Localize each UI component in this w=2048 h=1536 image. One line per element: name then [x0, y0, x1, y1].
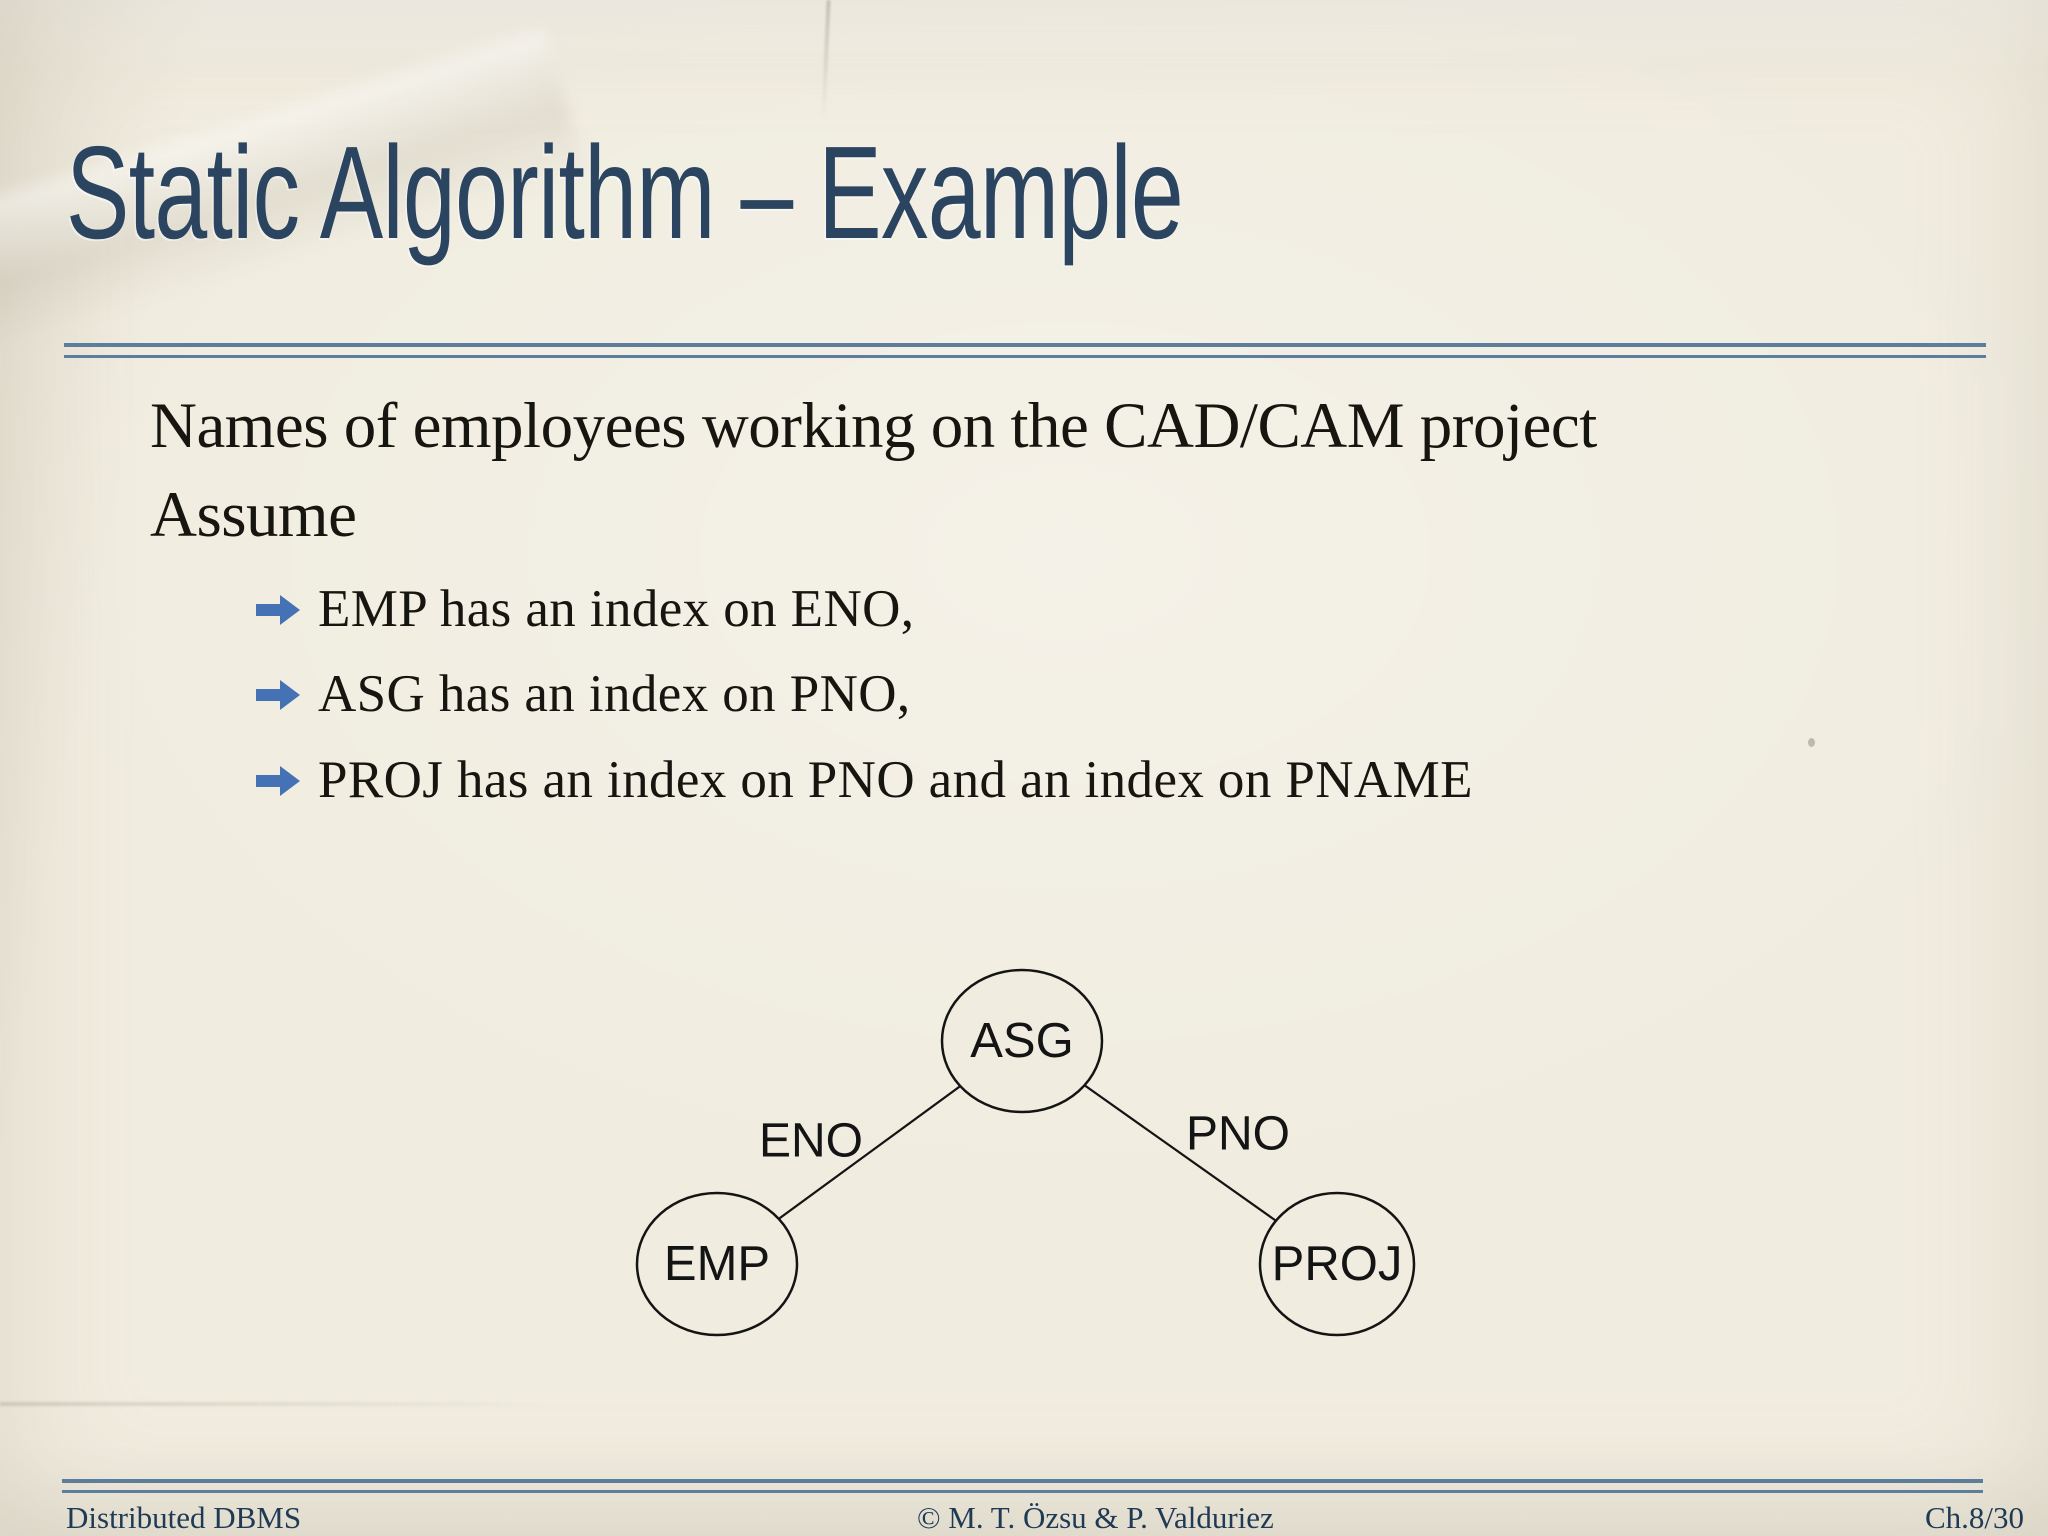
title-separator [64, 343, 1986, 358]
edge-pno-label: PNO [1186, 1108, 1290, 1161]
bullet-arrow-icon [256, 680, 300, 710]
edge-eno-label: ENO [759, 1115, 863, 1168]
node-asg-circle [940, 968, 1104, 1114]
paper-crease [0, 1402, 540, 1406]
node-emp-label: EMP [664, 1237, 770, 1291]
node-proj-label: PROJ [1272, 1237, 1403, 1291]
edge-asg-emp [716, 1040, 1023, 1265]
body-assume-label: Assume [150, 479, 357, 551]
paper-speck [1808, 738, 1815, 747]
footer-page-number: Ch.8/30 [1924, 1500, 2024, 1535]
node-asg-label: ASG [970, 1014, 1073, 1068]
footer-separator [62, 1479, 1983, 1493]
footer-copyright-label: © M. T. Özsu & P. Valduriez [917, 1500, 1274, 1535]
footer-course-label: Distributed DBMS [66, 1500, 302, 1535]
bullet-item: ASG has an index on PNO, [256, 665, 911, 723]
node-proj-circle [1258, 1191, 1416, 1337]
bullet-item: EMP has an index on ENO, [256, 580, 915, 638]
bullet-item: PROJ has an index on PNO and an index on… [256, 751, 1473, 809]
bullet-text: ASG has an index on PNO, [318, 665, 911, 723]
body-statement: Names of employees working on the CAD/CA… [150, 390, 1597, 462]
slide-title: Static Algorithm – Example [66, 119, 1184, 266]
node-emp-circle [635, 1191, 799, 1337]
paper-crease [821, 0, 831, 119]
bullet-text: EMP has an index on ENO, [318, 580, 915, 638]
bullet-arrow-icon [256, 595, 300, 625]
edge-asg-proj [1021, 1040, 1338, 1265]
bullet-text: PROJ has an index on PNO and an index on… [318, 751, 1473, 809]
bullet-arrow-icon [256, 766, 300, 796]
